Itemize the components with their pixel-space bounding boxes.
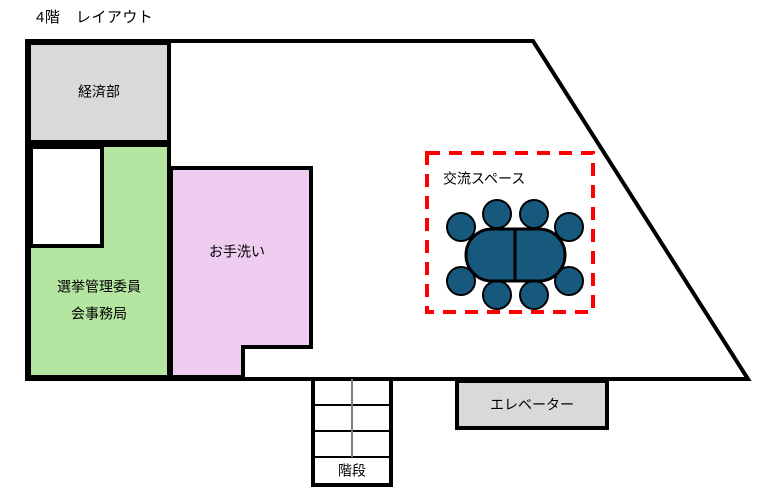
- chair-bottom-left[interactable]: [482, 280, 512, 310]
- room-label-senkyo-kanri-line2: 会事務局: [71, 306, 127, 322]
- room-label-keizai-bu: 経済部: [78, 84, 120, 100]
- zone-kouryu-space[interactable]: [425, 151, 595, 314]
- room-label-kaidan: 階段: [338, 463, 366, 479]
- room-otearai[interactable]: [169, 166, 313, 379]
- chair-left-lower[interactable]: [446, 266, 476, 296]
- room-label-senkyo-kanri-line1: 選挙管理委員: [57, 279, 141, 295]
- page-title: 4階 レイアウト: [36, 9, 154, 26]
- chair-right-upper[interactable]: [554, 212, 584, 242]
- room-cutout-white: [29, 145, 104, 248]
- room-elevator[interactable]: [455, 379, 609, 430]
- chair-bottom-right[interactable]: [519, 280, 549, 310]
- room-label-otearai: お手洗い: [209, 244, 265, 260]
- zone-label-kouryu-space: 交流スペース: [443, 171, 525, 187]
- room-label-elevator: エレベーター: [490, 397, 574, 413]
- chair-top-left[interactable]: [482, 199, 512, 229]
- chair-left-upper[interactable]: [446, 212, 476, 242]
- chair-right-lower[interactable]: [554, 266, 584, 296]
- chair-top-right[interactable]: [519, 199, 549, 229]
- room-keizai-bu[interactable]: [27, 41, 171, 144]
